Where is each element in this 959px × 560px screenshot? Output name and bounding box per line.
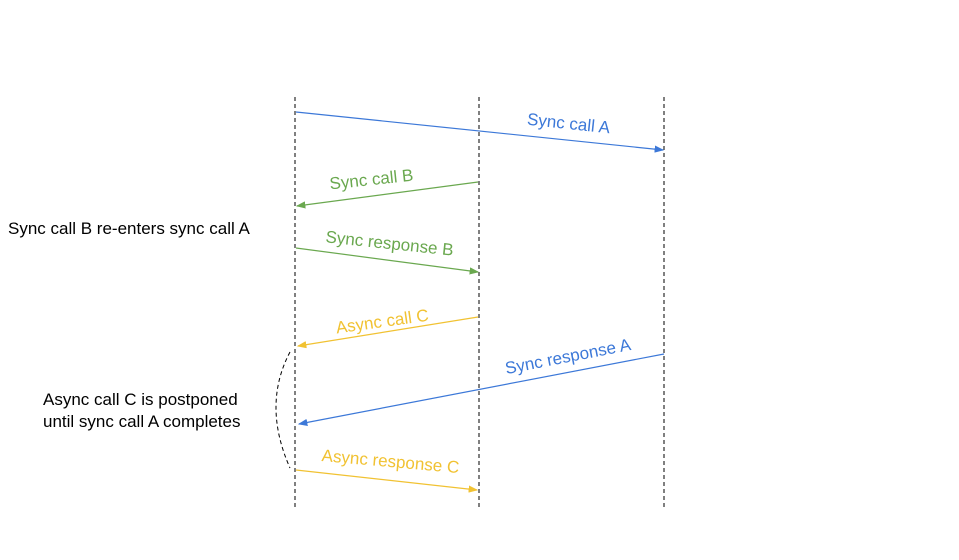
sync-call-b-label: Sync call B [329,166,415,194]
async-response-c-label: Async response C [321,446,460,477]
sync-response-b-arrow [295,247,480,275]
sync-call-a-label: Sync call A [526,110,611,138]
sync-response-a-arrow [297,353,665,426]
sync-response-a-label: Sync response A [504,335,634,378]
postponed-note-line1: Async call C is postponed [43,390,238,409]
postponed-bracket [275,351,291,469]
postponed-note-line2: until sync call A completes [43,412,240,431]
reentry-note: Sync call B re-enters sync call A [8,219,251,238]
async-response-c-arrow [295,469,479,493]
async-call-c-arrow [296,316,479,349]
sync-call-a-arrow [295,111,665,153]
sync-call-b-arrow [295,181,479,209]
